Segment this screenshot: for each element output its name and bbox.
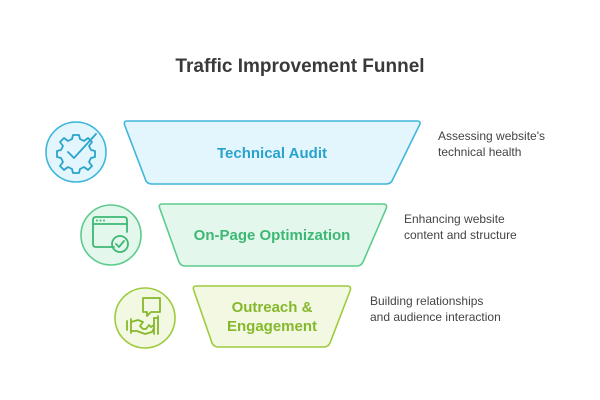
funnel-band-1: [123, 120, 421, 185]
description-line: Enhancing website: [404, 212, 505, 226]
browser-check-icon: [80, 204, 142, 266]
diagram-title: Traffic Improvement Funnel: [175, 56, 425, 77]
gear-check-icon: [45, 121, 107, 183]
description-line: and audience interaction: [370, 310, 501, 324]
stage-description-technical-audit: Assessing website's technical health: [438, 128, 600, 160]
description-line: content and structure: [404, 228, 517, 242]
handshake-chat-icon: [114, 287, 176, 349]
funnel-stage-on-page-optimization: On-Page Optimization: [158, 203, 388, 267]
stage-description-on-page-optimization: Enhancing website content and structure: [404, 211, 574, 243]
funnel-stage-outreach-engagement: Outreach & Engagement: [192, 285, 352, 348]
stage-label: Engagement: [227, 318, 317, 335]
stage-label: Technical Audit: [217, 145, 327, 162]
description-line: Building relationships: [370, 294, 484, 308]
stage-label: On-Page Optimization: [194, 227, 351, 244]
stage-label: Outreach &: [232, 299, 313, 316]
funnel-band-3: [192, 285, 352, 348]
funnel-stage-technical-audit: Technical Audit: [123, 120, 421, 185]
description-line: technical health: [438, 145, 522, 159]
stage-description-outreach-engagement: Building relationships and audience inte…: [370, 293, 540, 325]
funnel-band-2: [158, 203, 388, 267]
description-line: Assessing website's: [438, 129, 546, 143]
